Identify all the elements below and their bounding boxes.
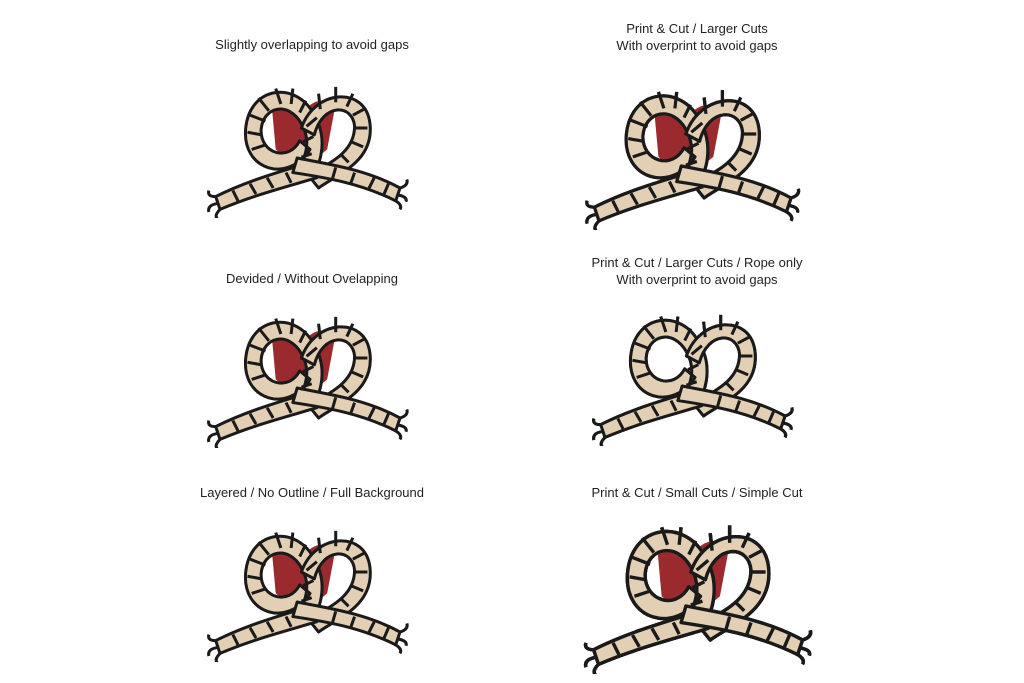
panel-print-cut-larger: Print & Cut / Larger Cuts With overprint… (517, 20, 877, 54)
caption: Layered / No Outline / Full Background (199, 485, 424, 500)
caption: Devided / Without Ovelapping (226, 271, 398, 286)
rope-heart-knot-divided-illustration (180, 298, 440, 448)
rope-heart-knot-sticker-illustration (548, 504, 853, 674)
rope-only-knot-illustration (550, 296, 840, 446)
panel-layered: Layered / No Outline / Full Background (132, 484, 492, 501)
panel-divided: Devided / Without Ovelapping (132, 270, 492, 287)
panel-overlapping: Slightly overlapping to avoid gaps (132, 36, 492, 53)
caption: Print & Cut / Larger Cuts / Rope only Wi… (591, 255, 803, 287)
rope-heart-knot-overprint-illustration (550, 70, 840, 230)
rope-heart-knot-illustration (180, 68, 440, 218)
panel-simple-cut: Print & Cut / Small Cuts / Simple Cut (517, 484, 877, 501)
rope-heart-knot-layered-illustration (180, 512, 440, 662)
panel-rope-only: Print & Cut / Larger Cuts / Rope only Wi… (517, 254, 877, 288)
caption: Print & Cut / Larger Cuts With overprint… (616, 21, 778, 53)
caption: Print & Cut / Small Cuts / Simple Cut (591, 485, 803, 500)
caption: Slightly overlapping to avoid gaps (215, 37, 409, 52)
